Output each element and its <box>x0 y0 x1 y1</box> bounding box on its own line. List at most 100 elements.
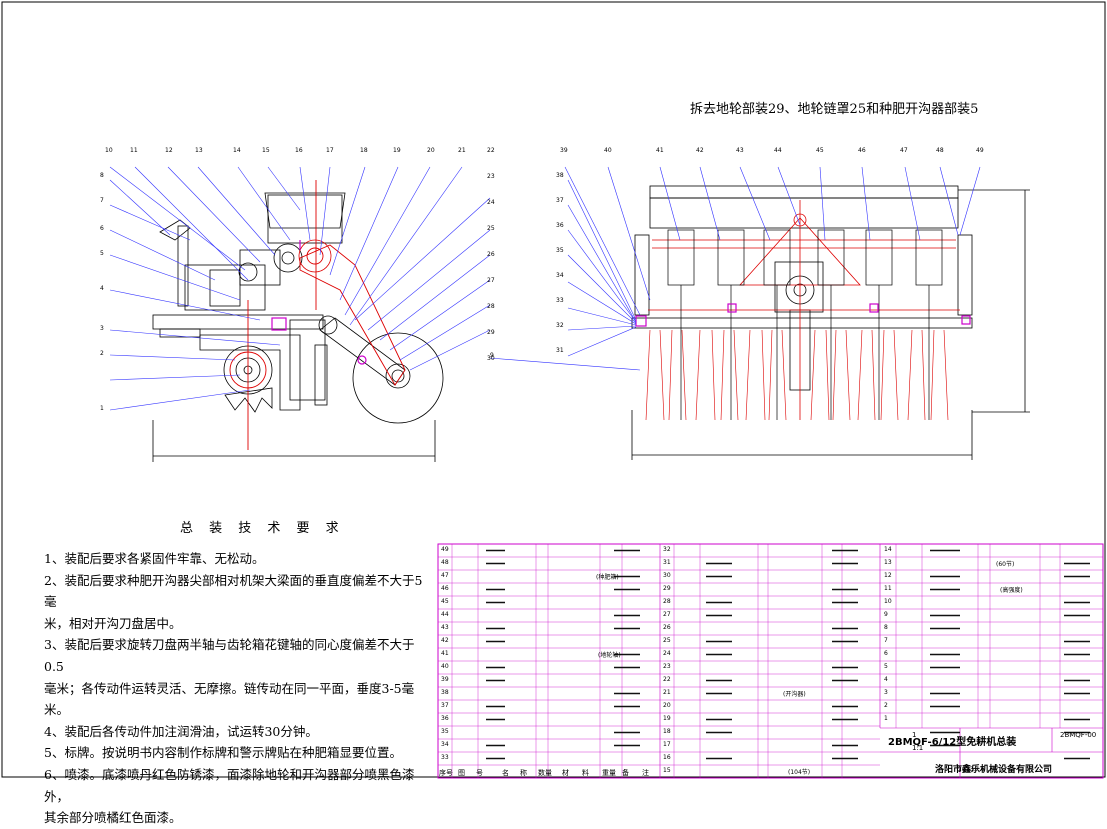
bom-item-number: 39 <box>441 676 449 683</box>
callout-number: 21 <box>458 147 466 154</box>
bom-remark: (104节) <box>788 769 811 776</box>
requirement-line: 1、装配后要求各紧固件牢靠、无松动。 <box>44 551 265 566</box>
drawing-date: 2013.7.6 <box>958 766 985 773</box>
callout-number: 41 <box>656 147 664 154</box>
callout-number: 48 <box>936 147 944 154</box>
bom-item-number: 44 <box>441 611 449 618</box>
bom-col-lines <box>451 544 1061 778</box>
callout-number: 14 <box>233 147 241 154</box>
callout-number: 15 <box>262 147 270 154</box>
drawing-number: 2BMQF-00 <box>1060 731 1097 739</box>
right-view-tines <box>645 329 949 421</box>
callout-number: 9 <box>490 352 494 359</box>
requirements-list: 1、装配后要求各紧固件牢靠、无松动。 2、装配后要求种肥开沟器尖部相对机架大梁面… <box>44 548 429 829</box>
callout-number: 23 <box>487 173 495 180</box>
callout-number: 31 <box>556 347 564 354</box>
bom-item-number: 20 <box>663 702 671 709</box>
callout-number: 39 <box>560 147 568 154</box>
bom-header-cell: 数量 <box>538 769 552 777</box>
assembly-drawing <box>1 1 1106 779</box>
bom-item-number: 9 <box>884 611 888 618</box>
requirement-line: 其余部分喷橘红色面漆。 <box>44 810 182 826</box>
callout-number: 26 <box>487 251 495 258</box>
requirement-line: 毫米；各传动件运转灵活、无摩擦。链传动在同一平面，垂度3-5毫米。 <box>44 680 415 718</box>
bom-item-number: 38 <box>441 689 449 696</box>
callout-number: 19 <box>393 147 401 154</box>
left-view-magenta <box>271 240 367 365</box>
right-view-red <box>648 200 960 420</box>
bom-item-number: 40 <box>441 663 449 670</box>
callout-number: 29 <box>487 329 495 336</box>
callout-number: 4 <box>100 285 104 292</box>
bom-item-number: 34 <box>441 741 449 748</box>
bom-item-number: 35 <box>441 728 449 735</box>
bom-header-cell: 名 <box>502 769 509 777</box>
callout-number: 24 <box>487 199 495 206</box>
callout-number: 18 <box>360 147 368 154</box>
bom-item-number: 31 <box>663 559 671 566</box>
bom-item-number: 5 <box>884 663 888 670</box>
callout-number: 42 <box>696 147 704 154</box>
requirement-line: 6、喷漆。底漆喷丹红色防锈漆，面漆除地轮和开沟器部分喷黑色漆外， <box>44 766 415 804</box>
callout-number: 16 <box>295 147 303 154</box>
callout-number: 49 <box>976 147 984 154</box>
bom-header-cell: 图 <box>458 769 465 777</box>
bom-item-number: 42 <box>441 637 449 644</box>
bom-item-number: 43 <box>441 624 449 631</box>
bom-item-number: 33 <box>441 754 449 761</box>
drawing-name: 2BMQF-6/12型免耕机总装 <box>888 737 1017 748</box>
bom-remark: (60节) <box>996 561 1015 568</box>
bom-item-number: 25 <box>663 637 671 644</box>
bom-item-number: 23 <box>663 663 671 670</box>
bom-item-number: 37 <box>441 702 449 709</box>
quantity-value: 1 <box>912 731 917 739</box>
bom-item-number: 30 <box>663 572 671 579</box>
callout-number: 44 <box>774 147 782 154</box>
requirements-title: 总 装 技 术 要 求 <box>180 521 345 536</box>
callout-number: 3 <box>100 325 104 332</box>
bom-item-number: 1 <box>884 715 888 722</box>
bom-item-number: 11 <box>884 585 892 592</box>
bom-item-number: 14 <box>884 546 892 553</box>
removal-note: 拆去地轮部装29、地轮链罩25和种肥开沟器部装5 <box>690 102 979 117</box>
callout-number: 12 <box>165 147 173 154</box>
bom-item-number: 32 <box>663 546 671 553</box>
bom-item-number: 13 <box>884 559 892 566</box>
callout-number: 10 <box>105 147 113 154</box>
bom-item-number: 48 <box>441 559 449 566</box>
requirement-line: 5、标牌。按说明书内容制作标牌和警示牌贴在种肥箱显要位置。 <box>44 745 402 761</box>
callout-number: 34 <box>556 272 564 279</box>
bom-item-number: 47 <box>441 572 449 579</box>
right-view-leaders <box>564 166 981 357</box>
callout-number: 47 <box>900 147 908 154</box>
callout-number: 20 <box>427 147 435 154</box>
bom-item-number: 10 <box>884 598 892 605</box>
bom-item-number: 15 <box>663 767 671 774</box>
requirement-line: 3、装配后要求旋转刀盘两半轴与齿轮箱花键轴的同心度偏差不大于0.5 <box>44 637 415 674</box>
callout-number: 28 <box>487 303 495 310</box>
bom-header-cell: 注 <box>642 769 649 777</box>
bom-item-number: 36 <box>441 715 449 722</box>
bom-header-cell: 备 <box>622 769 629 777</box>
left-view-chain <box>229 180 406 450</box>
requirement-line: 4、装配后各传动件加注润滑油，试运转30分钟。 <box>44 723 318 739</box>
bom-item-number: 27 <box>663 611 671 618</box>
callout-number: 38 <box>556 172 564 179</box>
bom-item-number: 41 <box>441 650 449 657</box>
bom-item-number: 28 <box>663 598 671 605</box>
bom-item-number: 12 <box>884 572 892 579</box>
callout-number: 8 <box>100 172 104 179</box>
callout-number: 46 <box>858 147 866 154</box>
bom-header-cell: 材 <box>562 769 569 777</box>
callout-number: 30 <box>487 355 495 362</box>
right-view-magenta <box>635 303 971 327</box>
bom-item-number: 3 <box>884 689 888 696</box>
bom-header-cell: 料 <box>582 769 589 777</box>
bom-item-number: 17 <box>663 741 671 748</box>
bom-header-cell: 重量 <box>602 769 616 777</box>
company-name: 洛阳市鑫乐机械设备有限公司 <box>935 765 1053 775</box>
bom-item-number: 4 <box>884 676 888 683</box>
callout-number: 37 <box>556 197 564 204</box>
bom-row-lines <box>438 556 1103 766</box>
bom-remark: (高强度) <box>1000 587 1023 594</box>
